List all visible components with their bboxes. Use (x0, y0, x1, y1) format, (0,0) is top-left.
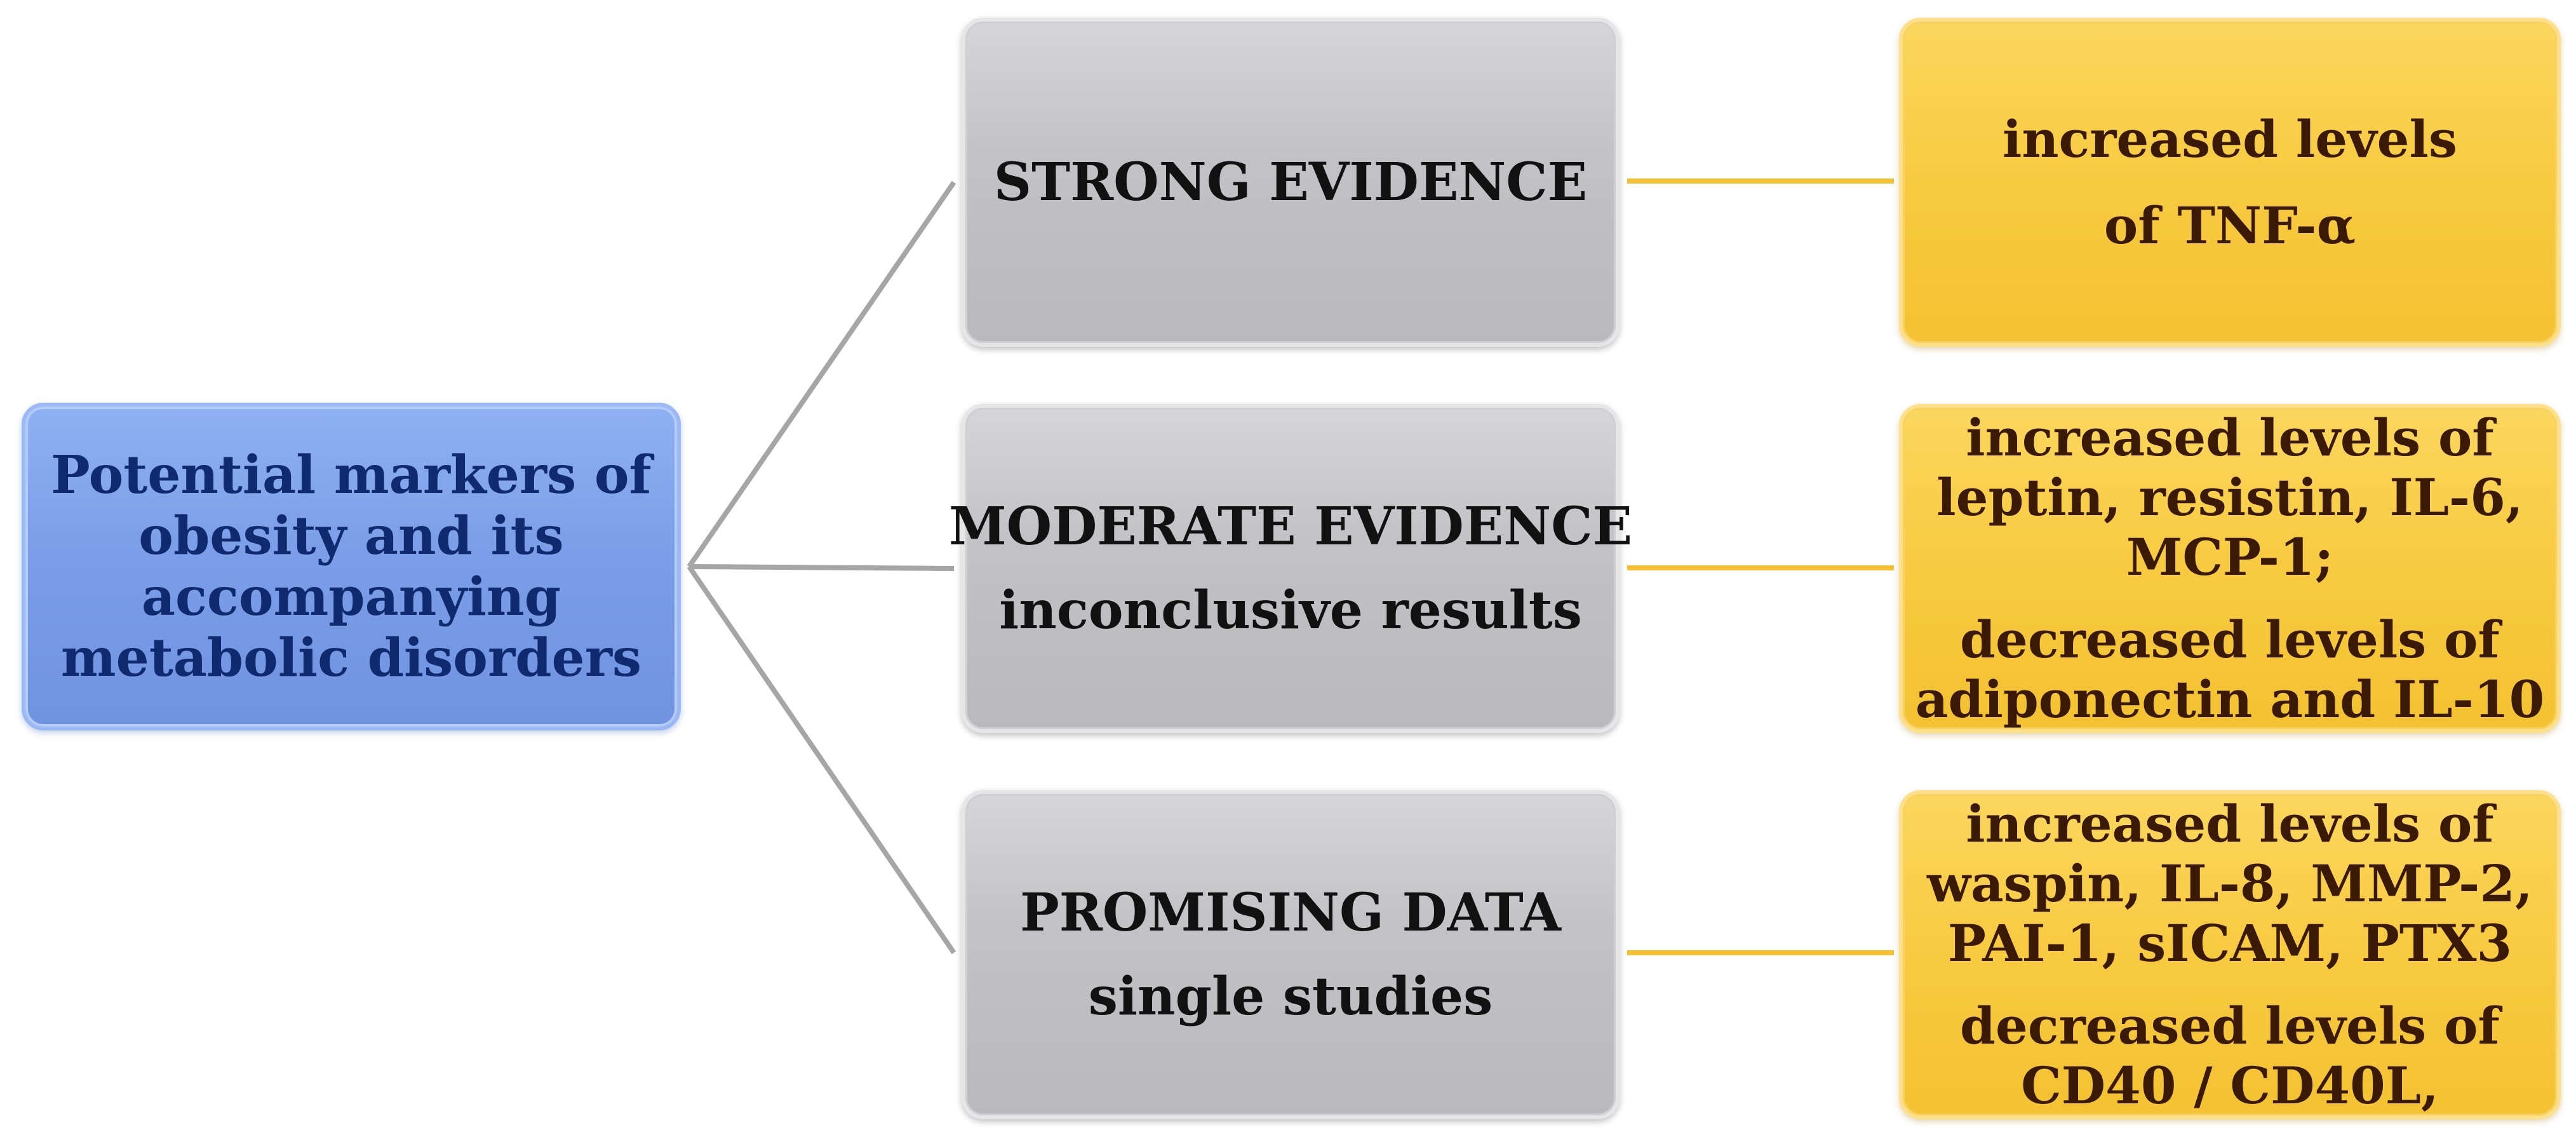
result-line: of TNF-α (2103, 196, 2356, 255)
evidence-label: STRONG EVIDENCE (993, 152, 1588, 213)
result-line: leptin, resistin, IL-6, (1936, 467, 2523, 527)
result-node-promising: increased levels of waspin, IL-8, MMP-2,… (1899, 790, 2561, 1119)
connector-root-to-strong (687, 180, 956, 568)
result-line: MCP-1; (2126, 527, 2334, 587)
evidence-sublabel: single studies (1088, 966, 1493, 1027)
root-line: Potential markers of (51, 445, 652, 506)
connector-root-to-moderate (688, 564, 955, 571)
evidence-node-promising: PROMISING DATA single studies (962, 790, 1620, 1119)
result-line: decreased levels of (1960, 610, 2500, 669)
result-line: waspin, IL-8, MMP-2, (1927, 854, 2533, 913)
root-node-potential-markers: Potential markers of obesity and its acc… (22, 403, 681, 730)
result-line: increased levels of (1966, 794, 2494, 854)
evidence-label: MODERATE EVIDENCE (949, 496, 1632, 557)
result-node-strong: increased levels of TNF-α (1899, 18, 2561, 347)
root-line: obesity and its (138, 506, 564, 567)
evidence-label: PROMISING DATA (1020, 882, 1561, 943)
result-node-moderate: increased levels of leptin, resistin, IL… (1899, 404, 2561, 733)
root-line: accompanying (141, 567, 561, 628)
result-line: PAI-1, sICAM, PTX3 (1947, 913, 2512, 973)
result-line: increased levels of (1966, 408, 2494, 467)
result-line: increased levels (2002, 109, 2457, 169)
evidence-node-moderate: MODERATE EVIDENCE inconclusive results (949, 404, 1632, 733)
result-line: adiponectin and IL-10 (1915, 669, 2545, 729)
evidence-node-strong: STRONG EVIDENCE (962, 18, 1620, 347)
root-line: metabolic disorders (60, 628, 642, 689)
result-line: CD40 / CD40L, (2021, 1056, 2439, 1115)
evidence-sublabel: inconclusive results (999, 580, 1582, 641)
result-line: decreased levels of (1960, 996, 2500, 1056)
connector-root-to-promising (687, 565, 956, 955)
